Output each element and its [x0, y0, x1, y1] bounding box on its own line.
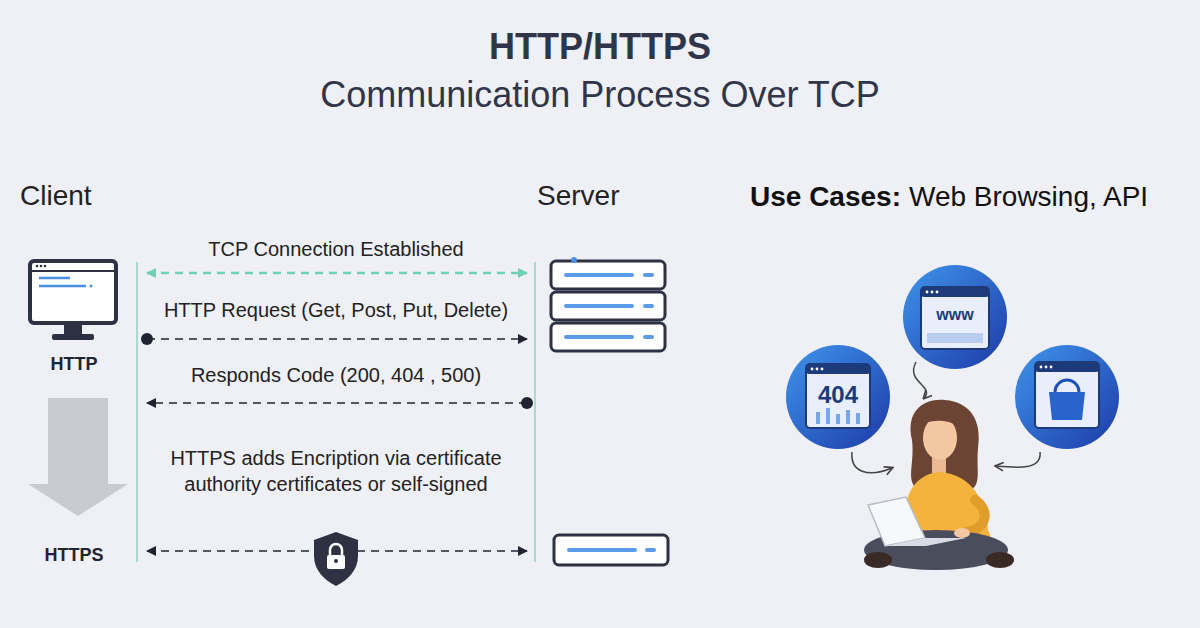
shop-page-icon — [1045, 366, 1048, 369]
monitor-icon — [44, 265, 47, 268]
pointer-arrow — [996, 452, 1040, 467]
shop-page-icon — [1015, 345, 1119, 449]
error-page-icon — [806, 364, 870, 374]
shop-page-icon — [1040, 366, 1043, 369]
message-label: HTTPS adds Encription via certificate au… — [161, 445, 511, 497]
error-code: 404 — [806, 381, 870, 409]
server-stack-icon — [566, 273, 632, 277]
server-icon — [647, 548, 654, 552]
lifeline — [137, 262, 535, 562]
error-page-icon — [846, 410, 850, 424]
shop-page-icon — [1015, 345, 1119, 449]
error-page-icon — [806, 364, 870, 428]
monitor-icon — [30, 261, 116, 323]
lock-shield-icon — [314, 532, 358, 586]
web-page-icon — [903, 265, 1007, 369]
error-page-icon — [821, 368, 824, 371]
monitor-icon — [40, 265, 43, 268]
diagram-title: HTTP/HTTPS — [0, 26, 1200, 68]
web-page-icon — [931, 291, 934, 294]
message-arrow — [147, 402, 527, 404]
message-label: HTTP Request (Get, Post, Put, Delete) — [146, 297, 526, 323]
server-stack-icon — [571, 257, 577, 263]
error-page-icon — [826, 408, 830, 424]
shop-page-icon — [1049, 392, 1085, 420]
monitor-icon — [36, 265, 39, 268]
server-icon — [554, 535, 668, 565]
server-stack-icon — [551, 257, 665, 351]
lock-shield-icon — [330, 544, 342, 556]
error-page-icon — [836, 414, 840, 424]
monitor-icon — [64, 323, 82, 335]
use-cases-text: Web Browsing, API — [909, 181, 1148, 213]
web-page-icon — [926, 291, 929, 294]
person-illustration — [920, 409, 962, 428]
person-illustration — [864, 400, 1014, 570]
web-page-icon — [921, 287, 989, 297]
server-stack-icon — [551, 292, 665, 320]
error-page-icon — [816, 412, 820, 424]
monitor-icon — [90, 285, 93, 288]
server-stack-icon — [566, 304, 632, 308]
server-stack-icon — [551, 261, 665, 289]
lock-shield-icon — [334, 559, 338, 563]
column-heading: Client — [20, 180, 147, 212]
column-heading: Server — [537, 180, 677, 212]
use-cases-row: Use Cases:Web Browsing, API — [750, 181, 1148, 213]
monitor-icon — [39, 277, 70, 280]
shop-page-icon — [1050, 366, 1053, 369]
shop-page-icon — [1055, 380, 1079, 392]
lifeline — [136, 262, 138, 562]
person-illustration — [954, 528, 970, 538]
message-label: Responds Code (200, 404 , 500) — [146, 362, 526, 388]
diagram-subtitle: Communication Process Over TCP — [0, 74, 1200, 116]
error-page-icon — [811, 368, 814, 371]
monitor-icon — [30, 261, 116, 340]
shop-page-icon — [1035, 362, 1099, 428]
person-illustration — [868, 497, 925, 546]
monitor-icon — [52, 334, 94, 340]
web-page-icon — [921, 287, 989, 349]
person-illustration — [864, 552, 892, 568]
server-stack-icon — [645, 273, 652, 277]
web-page-icon — [903, 265, 1007, 369]
server-stack-icon — [645, 335, 652, 339]
message-arrow — [147, 338, 527, 340]
monitor-icon — [30, 270, 116, 272]
protocol-label: HTTPS — [20, 545, 128, 566]
error-page-icon — [786, 345, 890, 449]
web-page-icon — [927, 333, 983, 343]
person-illustration — [966, 500, 985, 532]
server-stack-icon — [551, 323, 665, 351]
lane-column: Server — [527, 180, 677, 580]
pointer-arrow — [914, 362, 927, 398]
error-page-icon — [816, 368, 819, 371]
lifeline — [534, 262, 536, 562]
error-page-icon — [786, 345, 890, 449]
person-illustration — [986, 552, 1014, 568]
server-stack-icon — [645, 304, 652, 308]
web-page-icon — [936, 291, 939, 294]
shop-page-icon — [1035, 362, 1099, 372]
server-icon — [569, 548, 635, 552]
lane-column: Client — [20, 180, 147, 580]
connector-group — [147, 273, 527, 551]
monitor-icon — [39, 285, 86, 288]
transition-arrow — [28, 398, 128, 516]
lock-shield-icon — [314, 532, 358, 586]
pointer-arrow — [852, 362, 1040, 473]
server-icon — [554, 535, 668, 565]
protocol-label: HTTP — [20, 354, 128, 375]
transition-arrow — [28, 398, 128, 516]
server-stack-icon — [566, 335, 632, 339]
use-cases-heading: Use Cases: — [750, 181, 901, 213]
person-illustration — [885, 538, 966, 546]
message-arrow — [147, 272, 527, 275]
message-label: TCP Connection Established — [146, 236, 526, 262]
lock-shield-icon — [327, 555, 345, 569]
web-label: www — [921, 306, 989, 324]
pointer-arrow — [852, 452, 892, 473]
error-page-icon — [856, 413, 860, 424]
